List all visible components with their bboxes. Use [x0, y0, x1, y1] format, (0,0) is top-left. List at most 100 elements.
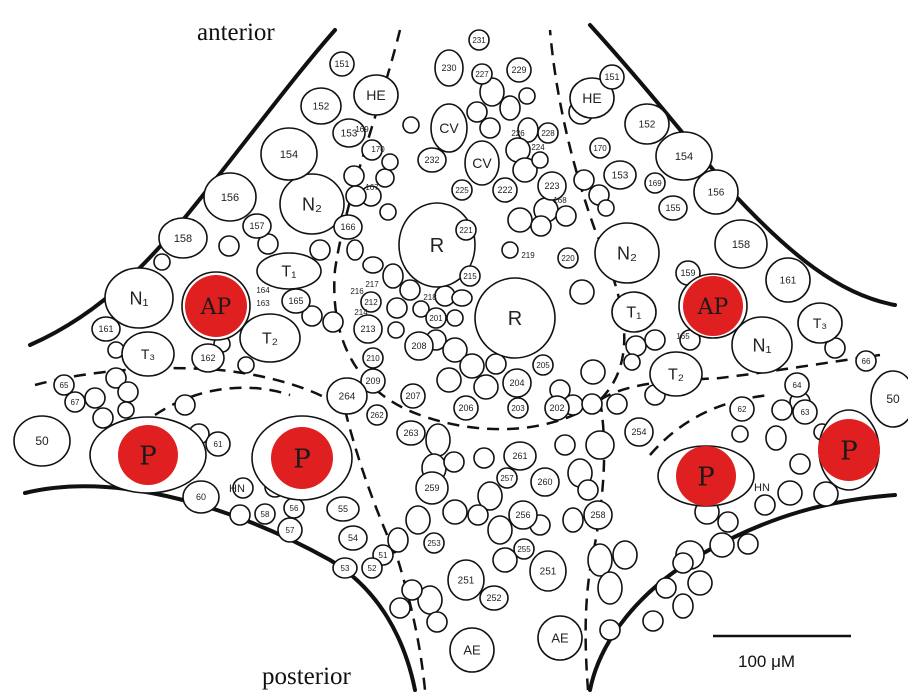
neuron-cell [383, 264, 403, 288]
cell-label-n253: 253 [427, 539, 441, 548]
cell-label-n204: 204 [509, 378, 524, 388]
neuron-cell [600, 620, 620, 640]
cell-label-n63: 63 [801, 408, 810, 417]
neuron-cell [388, 322, 404, 338]
cell-label-n264: 264 [339, 392, 356, 403]
cell-label-n64: 64 [793, 381, 802, 390]
neuron-cell [598, 572, 622, 604]
cell-label-n213: 213 [360, 324, 375, 334]
neuron-cell [607, 394, 627, 414]
neuron-cell [673, 553, 693, 573]
scale-bar-label: 100 μM [738, 652, 795, 671]
cell-label-n170r: 170 [593, 144, 607, 153]
cell-label-n203: 203 [511, 404, 525, 413]
neuron-cell [488, 516, 512, 544]
cell-label-ae_left: AE [463, 643, 481, 658]
cell-label-n215: 215 [463, 272, 477, 281]
neuron-cell [588, 544, 612, 576]
neuron-cell [238, 357, 254, 373]
cell-label-t2_right: T₂ [668, 367, 684, 384]
cell-label-n225: 225 [455, 186, 469, 195]
neuron-cell [582, 394, 602, 414]
cell-label-n57: 57 [286, 526, 295, 535]
cell-label-n216: 216 [350, 287, 364, 296]
neuron-cell [578, 480, 598, 500]
neuron-cell [732, 426, 748, 442]
cell-label-n201: 201 [429, 314, 443, 323]
cell-label-t1_left: T₁ [281, 264, 296, 281]
neuron-cell [738, 534, 758, 554]
marker-p-left-1: P [90, 417, 206, 493]
neuron-cell [624, 354, 640, 370]
cell-label-t3_left: T₃ [141, 346, 155, 362]
cell-label-n252: 252 [486, 593, 501, 603]
cell-label-n218: 218 [423, 293, 437, 302]
neuron-cell [598, 200, 614, 216]
neuron-cell [718, 512, 738, 532]
neuron-cell [772, 400, 792, 420]
cell-label-n60: 60 [196, 492, 206, 502]
cell-label-hn_right: HN [754, 482, 770, 494]
cell-label-n156r: 156 [708, 188, 725, 199]
neuron-cell [437, 368, 461, 392]
cell-label-n255: 255 [517, 545, 531, 554]
neuron-cell [519, 88, 535, 104]
neuron-cell [344, 166, 364, 186]
cell-label-n168r: 168 [553, 196, 567, 205]
cell-label-n55: 55 [338, 504, 348, 514]
cell-label-n151: 151 [334, 59, 349, 69]
cell-label-n230: 230 [441, 63, 456, 73]
neuron-cell [406, 506, 430, 534]
cell-label-n228: 228 [541, 129, 555, 138]
neuron-cell [230, 505, 250, 525]
cell-label-n155r: 155 [665, 203, 680, 213]
neuron-cell [790, 454, 810, 474]
neuron-cell [570, 280, 594, 304]
cell-label-n205: 205 [536, 361, 550, 370]
neuron-cell [400, 280, 420, 300]
neuron-cell [766, 426, 786, 450]
cell-label-n226: 226 [511, 129, 525, 138]
neuron-cell [452, 290, 472, 306]
cell-label-n157: 157 [249, 221, 264, 231]
cell-label-n158: 158 [174, 233, 192, 245]
neuron-cell [175, 395, 195, 415]
neuron-cell [586, 431, 614, 459]
cell-label-n53: 53 [341, 564, 350, 573]
cell-label-n262: 262 [370, 411, 384, 420]
cell-label-n263: 263 [403, 428, 418, 438]
cell-label-n223: 223 [544, 181, 559, 191]
cell-label-n221: 221 [459, 226, 473, 235]
neuron-cell [613, 541, 637, 569]
cell-label-n222: 222 [497, 185, 512, 195]
neuron-cell [323, 312, 343, 332]
neuron-cell [380, 204, 396, 220]
marker-label: P [840, 436, 858, 466]
cell-label-n261: 261 [512, 451, 527, 461]
cell-label-n166: 166 [340, 222, 355, 232]
cell-label-n51: 51 [379, 551, 388, 560]
cell-label-n165: 165 [288, 296, 303, 306]
neuron-cell [531, 216, 551, 236]
neuron-cell [154, 254, 170, 270]
cell-label-n212: 212 [364, 298, 378, 307]
cell-label-n258: 258 [590, 510, 605, 520]
neuron-cell [346, 186, 366, 206]
cell-label-n158r: 158 [732, 239, 750, 251]
neuron-cell [443, 500, 467, 524]
neuron-cell [363, 257, 383, 273]
cell-label-n154r: 154 [675, 151, 693, 163]
neuron-cell [427, 612, 447, 632]
neuron-cell [93, 408, 113, 428]
marker-label: AP [200, 295, 232, 320]
cell-label-n224: 224 [531, 143, 545, 152]
cell-label-n260: 260 [537, 477, 552, 487]
neuron-cell [778, 481, 802, 505]
cell-label-n257: 257 [500, 474, 514, 483]
cell-label-n169: 169 [355, 125, 369, 134]
cell-label-n50_right: 50 [886, 392, 900, 406]
cell-label-he_left: HE [366, 87, 385, 103]
marker-label: P [697, 462, 715, 492]
cell-label-n1_left: N₁ [129, 288, 148, 308]
